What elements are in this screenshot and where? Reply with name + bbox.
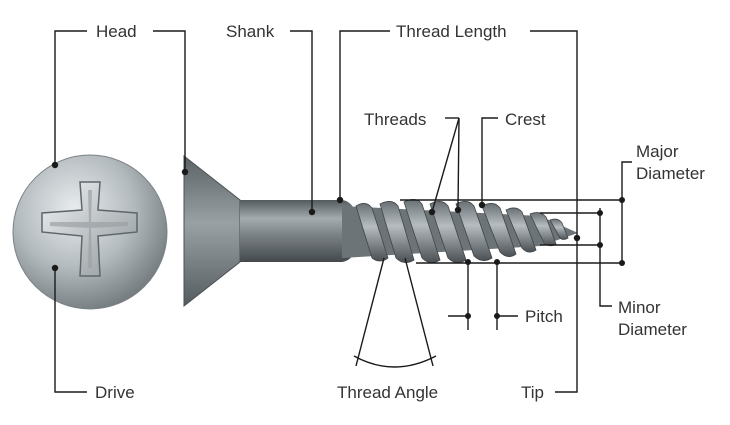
countersunk-head [183, 154, 241, 308]
leader-lines [54, 30, 632, 393]
label-pitch: Pitch [525, 307, 563, 326]
screw-shank [240, 200, 358, 262]
label-thread-angle: Thread Angle [337, 383, 438, 402]
label-tip: Tip [521, 383, 544, 402]
label-drive: Drive [95, 383, 135, 402]
label-shank: Shank [226, 22, 275, 41]
label-major-diameter-line1: Major [636, 142, 679, 161]
label-head: Head [96, 22, 137, 41]
label-crest: Crest [505, 110, 546, 129]
leader-dots [51, 161, 625, 319]
label-minor-diameter-line2: Diameter [618, 320, 687, 339]
label-minor-diameter-line1: Minor [618, 298, 661, 317]
label-threads: Threads [364, 110, 426, 129]
label-thread-length: Thread Length [396, 22, 507, 41]
screw-head-front [12, 154, 168, 310]
label-major-diameter-line2: Diameter [636, 164, 705, 183]
